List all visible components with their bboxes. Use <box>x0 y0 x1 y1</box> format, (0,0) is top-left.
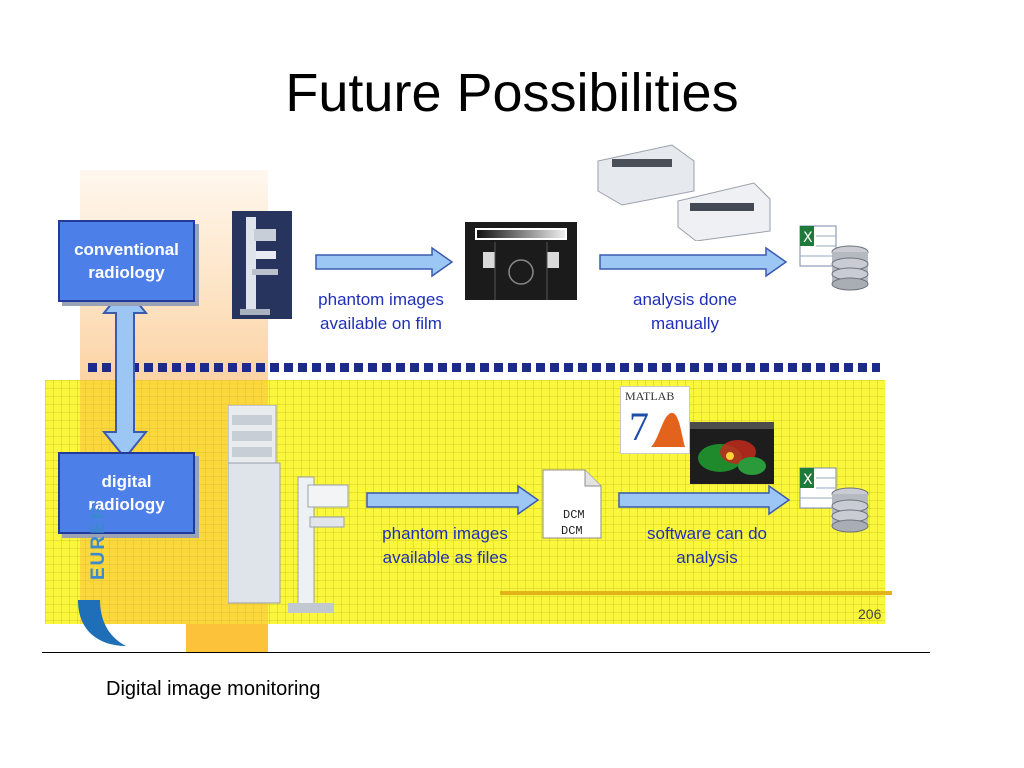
software-label-line2: analysis <box>676 548 738 567</box>
digital-radiology-label: digital radiology <box>88 472 165 514</box>
film-phantom-image <box>465 222 577 300</box>
footer-rule <box>42 652 930 653</box>
digital-mammography-unit-image <box>228 405 349 613</box>
film-label-line2: available on film <box>320 314 442 333</box>
page-number: 206 <box>858 606 882 622</box>
euref-logo-text: EUREF <box>88 505 109 580</box>
euref-logo: EUREF <box>74 506 186 652</box>
matlab-logo-text: MATLAB <box>625 389 675 403</box>
files-label-line2: available as files <box>382 548 508 567</box>
files-label: phantom images available as files <box>360 522 530 570</box>
conventional-radiology-label: conventional radiology <box>74 240 179 282</box>
dcm-label-1: DCM <box>563 508 585 522</box>
film-scanner-image <box>597 144 771 241</box>
film-label-line1: phantom images <box>318 290 444 309</box>
arrow-to-software-icon <box>618 484 791 516</box>
mammography-unit-image <box>232 211 292 319</box>
gold-underline <box>500 591 892 595</box>
euref-swoosh-icon <box>78 600 126 646</box>
arrow-to-files-icon <box>366 484 540 516</box>
spreadsheet-database-icon-lower: X <box>799 467 869 533</box>
spreadsheet-database-icon: X <box>799 225 869 291</box>
film-label: phantom images available on film <box>296 288 466 336</box>
conventional-radiology-box: conventional radiology <box>58 220 195 302</box>
file-icon <box>542 469 602 539</box>
matlab-version: 7 <box>629 404 649 449</box>
manual-label-line2: manually <box>650 314 720 333</box>
files-label-line1: phantom images <box>382 524 508 543</box>
manual-label-line1: analysis done <box>633 290 737 309</box>
orange-footer-block <box>186 624 268 652</box>
svg-text:X: X <box>803 230 813 246</box>
section-divider <box>88 363 880 372</box>
imagej-screenshot <box>690 422 774 484</box>
manual-analysis-label: analysis done manually <box>606 288 764 336</box>
slide-title: Future Possibilities <box>285 63 739 123</box>
dicom-files-icon: DCM DCM <box>541 468 603 540</box>
software-analysis-label: software can do analysis <box>622 522 792 570</box>
double-arrow-icon <box>101 285 149 460</box>
dcm-label-2: DCM <box>561 524 583 538</box>
arrow-to-analysis-icon <box>599 246 788 278</box>
slide-caption: Digital image monitoring <box>106 678 321 700</box>
matlab-peak-icon <box>651 412 685 447</box>
arrow-to-film-icon <box>315 246 454 278</box>
digital-radiology-box: digital radiology <box>58 452 195 534</box>
svg-text:X: X <box>803 472 813 488</box>
software-label-line1: software can do <box>646 524 767 543</box>
matlab-logo: MATLAB 7 <box>620 386 690 454</box>
